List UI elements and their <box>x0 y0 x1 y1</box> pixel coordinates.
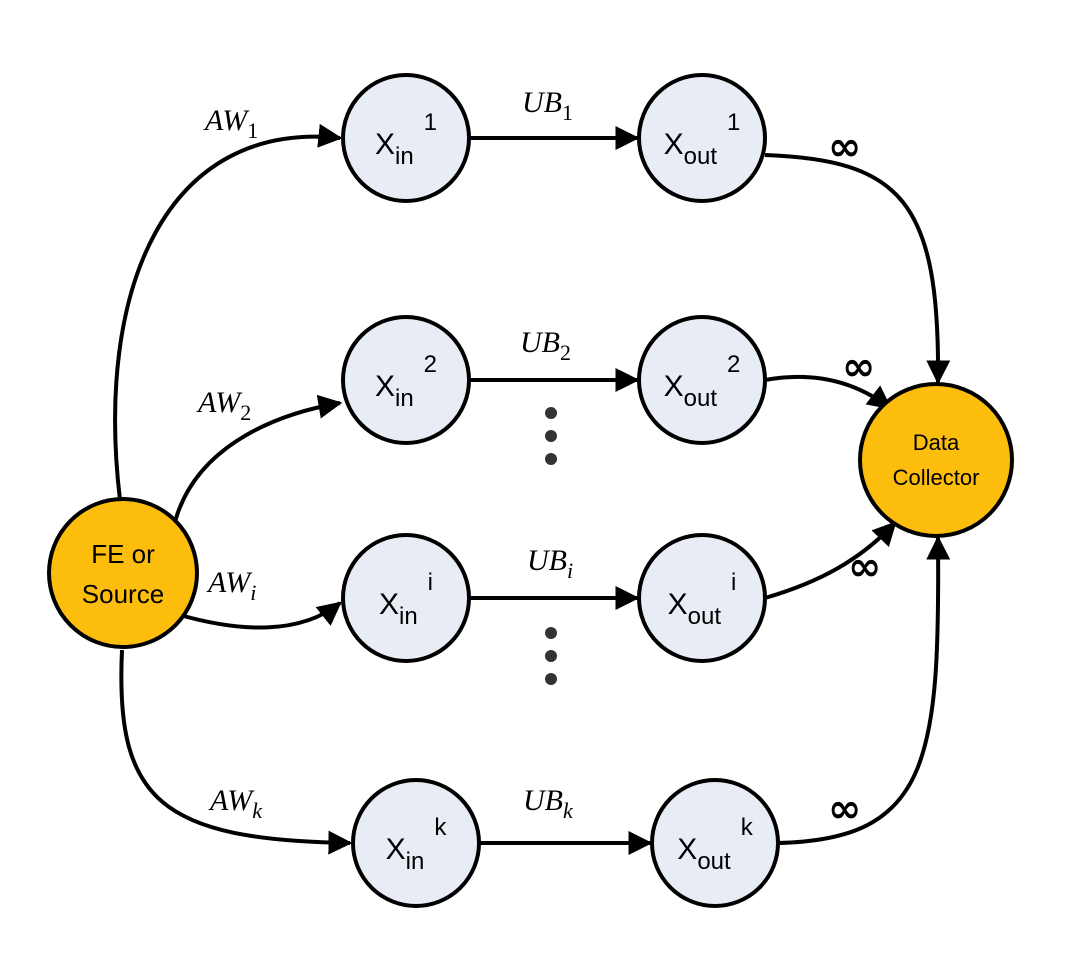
xin-k-base: X <box>386 833 406 866</box>
aw-label-i-base: AW <box>206 566 253 599</box>
inf-label-1: ∞ <box>828 124 861 170</box>
xin-i-sup: i <box>428 569 433 596</box>
xin-i-base: X <box>379 588 399 621</box>
aw-label-i-sub: i <box>250 580 256 605</box>
source-node: FE or Source <box>47 497 199 649</box>
xout-node-1: Xout 1 <box>637 73 767 203</box>
ub-label-i-sub: i <box>567 558 573 583</box>
aw-label-1-sub: 1 <box>247 118 258 143</box>
edge-source-to-xin-2 <box>171 394 343 531</box>
source-label-line1: FE or <box>91 539 155 569</box>
ub-label-1-sub: 1 <box>562 100 573 125</box>
inf-label-k: ∞ <box>828 786 861 832</box>
xout-k-sub: out <box>697 848 731 875</box>
xout-node-2: Xout 2 <box>637 315 767 445</box>
inf-label-i: ∞ <box>848 544 881 590</box>
xin-node-2: Xin 2 <box>341 315 471 445</box>
edge-xout-to-collector-1 <box>764 153 951 385</box>
svg-text:Xink: Xink <box>386 814 448 875</box>
ub-label-k-sub: k <box>563 798 574 823</box>
ub-label-k-base: UB <box>523 784 563 817</box>
xout-i-base: X <box>668 588 688 621</box>
xout-1-base: X <box>664 128 684 161</box>
aw-label-2-sub: 2 <box>240 400 251 425</box>
inf-label-2: ∞ <box>842 344 875 390</box>
ub-label-i: UBi <box>527 544 573 583</box>
xout-1-sub: out <box>684 143 718 170</box>
svg-text:Xoutk: Xoutk <box>677 814 753 875</box>
xin-2-base: X <box>375 370 395 403</box>
edge-source-to-xin-1 <box>113 123 343 501</box>
svg-text:Xouti: Xouti <box>668 569 737 630</box>
xout-k-sup: k <box>741 814 754 841</box>
xin-i-sub: in <box>399 603 418 630</box>
xin-2-sup: 2 <box>424 351 437 378</box>
ub-label-2-base: UB <box>520 326 560 359</box>
collector-label-line1: Data <box>913 430 960 455</box>
edge-source-to-xin-k <box>119 649 353 855</box>
ellipsis-dots-upper <box>545 407 557 465</box>
edge-source-to-xin-i <box>179 601 342 630</box>
svg-text:Xin2: Xin 2 <box>375 351 437 412</box>
xin-node-1: Xin 1 <box>341 73 471 203</box>
edge-xout-to-collector-2 <box>764 374 892 410</box>
ub-label-2-sub: 2 <box>560 340 571 365</box>
svg-text:Xin1: Xin 1 <box>375 109 437 170</box>
svg-text:Xini: Xini <box>379 569 433 630</box>
ub-label-i-base: UB <box>527 544 567 577</box>
source-label-line2: Source <box>82 579 164 609</box>
xout-1-sup: 1 <box>727 109 740 136</box>
ub-label-1-base: UB <box>522 86 562 119</box>
xin-node-i: Xini <box>341 533 471 663</box>
xin-1-sup: 1 <box>424 109 437 136</box>
collector-node: Data Collector <box>858 382 1014 538</box>
ellipsis-dots-lower <box>545 627 557 685</box>
xin-k-sub: in <box>406 848 425 875</box>
aw-label-1: AW1 <box>203 104 258 143</box>
xout-2-base: X <box>664 370 684 403</box>
xin-2-sub: in <box>395 385 414 412</box>
aw-label-k-sub: k <box>252 798 263 823</box>
collector-label-line2: Collector <box>893 465 980 490</box>
xin-1-base: X <box>375 128 395 161</box>
aw-label-2-base: AW <box>196 386 243 419</box>
aw-label-2: AW2 <box>196 386 251 425</box>
ub-label-k: UBk <box>523 784 574 823</box>
aw-label-k: AWk <box>208 784 263 823</box>
xin-k-sup: k <box>434 814 447 841</box>
xout-i-sub: out <box>688 603 722 630</box>
ub-label-2: UB2 <box>520 326 571 365</box>
xout-2-sup: 2 <box>727 351 740 378</box>
xout-node-i: Xouti <box>637 533 767 663</box>
xout-k-base: X <box>677 833 697 866</box>
xout-i-sup: i <box>731 569 736 596</box>
aw-label-k-base: AW <box>208 784 255 817</box>
aw-label-1-base: AW <box>203 104 250 137</box>
xout-2-sub: out <box>684 385 718 412</box>
xin-1-sub: in <box>395 143 414 170</box>
xin-node-k: Xink <box>351 778 481 908</box>
svg-text:Xout2: Xout 2 <box>664 351 741 412</box>
svg-text:Xout1: Xout 1 <box>664 109 741 170</box>
aw-label-i: AWi <box>206 566 256 605</box>
ub-label-1: UB1 <box>522 86 573 125</box>
edge-xout-to-collector-k <box>776 535 951 845</box>
edge-xout-to-collector-i <box>764 521 897 600</box>
xout-node-k: Xoutk <box>650 778 780 908</box>
